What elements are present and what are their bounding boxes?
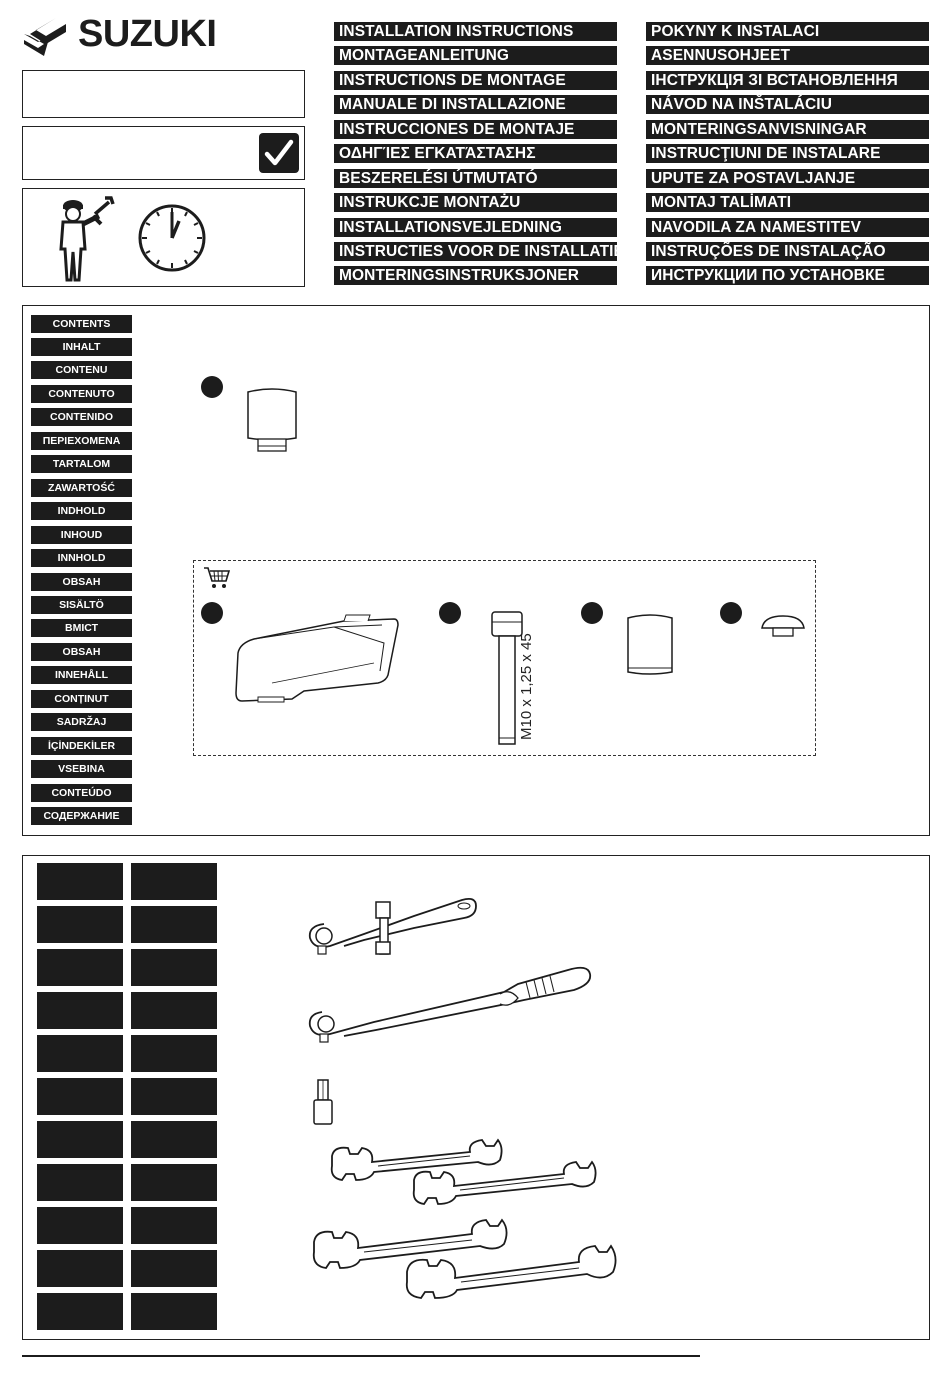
- title-bar: MONTERINGSANVISNINGAR: [646, 120, 929, 139]
- contents-label: OBSAH: [31, 643, 132, 661]
- contents-label: ZAWARTOŚĆ: [31, 479, 132, 497]
- suzuki-s-emblem-icon: [24, 10, 66, 56]
- tool-cell: [131, 1164, 217, 1201]
- tool-cell: [37, 1035, 123, 1072]
- title-bar: MONTERINGSINSTRUKSJONER: [334, 266, 617, 285]
- part-marker: [201, 602, 223, 624]
- contents-label: CONTENIDO: [31, 408, 132, 426]
- title-bar: INSTRUKCJE MONTAŻU: [334, 193, 617, 212]
- spacer-part: [247, 388, 297, 452]
- contents-label: SISÄLTÖ: [31, 596, 132, 614]
- contents-label: INHOUD: [31, 526, 132, 544]
- tool-cell: [37, 1164, 123, 1201]
- tool-cell: [131, 906, 217, 943]
- contents-label: CONTENUTO: [31, 385, 132, 403]
- ratchet-wrench-icon: [308, 897, 477, 955]
- title-bar: INSTRUCTIONS DE MONTAGE: [334, 71, 617, 90]
- title-bar: INSTALLATION INSTRUCTIONS: [334, 22, 617, 41]
- contents-panel: [22, 305, 930, 836]
- blank-field-top: [22, 70, 305, 118]
- title-bar: ASENNUSOHJEET: [646, 46, 929, 65]
- contents-label: CONTENU: [31, 361, 132, 379]
- title-bar: BESZERELÉSI ÚTMUTATÓ: [334, 169, 617, 188]
- optional-parts-box: [193, 560, 816, 756]
- tool-cell: [37, 1207, 123, 1244]
- open-end-spanner-icon: [312, 1218, 508, 1269]
- contents-label: TARTALOM: [31, 455, 132, 473]
- open-end-spanner-icon: [405, 1244, 617, 1299]
- footer-rule: [22, 1355, 700, 1357]
- contents-label: INNHOLD: [31, 549, 132, 567]
- tool-cell: [37, 992, 123, 1029]
- tool-cell: [37, 863, 123, 900]
- tool-cell: [131, 1121, 217, 1158]
- labour-time-field: [22, 188, 305, 287]
- part-marker: [201, 376, 223, 398]
- contents-label: CONȚINUT: [31, 690, 132, 708]
- title-bar: INSTALLATIONSVEJLEDNING: [334, 218, 617, 237]
- contents-label: INDHOLD: [31, 502, 132, 520]
- title-bar: UPUTE ZA POSTAVLJANJE: [646, 169, 929, 188]
- contents-label: СОДЕРЖАНИЕ: [31, 807, 132, 825]
- tool-cell: [131, 1207, 217, 1244]
- bolt-part: [491, 611, 523, 745]
- torque-wrench-icon: [308, 966, 592, 1043]
- bracket-part: [235, 614, 399, 703]
- bolt-spec-label: M10 x 1,25 x 45: [518, 633, 535, 740]
- open-end-spanner-icon: [412, 1160, 597, 1205]
- title-bar: ИНСТРУКЦИИ ПО УСТАНОВКЕ: [646, 266, 929, 285]
- clock-icon: [138, 204, 206, 272]
- title-bar: INSTRUÇÕES DE INSTALAÇÃO: [646, 242, 929, 261]
- tool-cell: [131, 1078, 217, 1115]
- title-bar: INSTRUCCIONES DE MONTAJE: [334, 120, 617, 139]
- tool-cell: [37, 1078, 123, 1115]
- tool-cell: [131, 1293, 217, 1330]
- checkmark-icon: [259, 133, 299, 173]
- contents-label: OBSAH: [31, 573, 132, 591]
- title-bar: POKYNY K INSTALACI: [646, 22, 929, 41]
- open-end-spanner-icon: [330, 1138, 503, 1181]
- contents-label: İÇİNDEKİLER: [31, 737, 132, 755]
- contents-label: CONTENTS: [31, 315, 132, 333]
- title-bar: MONTAJ TALİMATI: [646, 193, 929, 212]
- part-marker: [581, 602, 603, 624]
- checked-field: [22, 126, 305, 180]
- title-bar: ІНСТРУКЦІЯ ЗІ ВСТАНОВЛЕННЯ: [646, 71, 929, 90]
- title-bar: ΟΔΗΓΊΕΣ ΕΓΚΑΤΆΣΤΑΣΗΣ: [334, 144, 617, 163]
- hex-bit-socket-icon: [313, 1079, 333, 1125]
- contents-label: SADRŽAJ: [31, 713, 132, 731]
- contents-label: CONTEÚDO: [31, 784, 132, 802]
- tool-cell: [37, 949, 123, 986]
- contents-label: INNEHÅLL: [31, 666, 132, 684]
- shopping-cart-icon: [204, 567, 231, 588]
- tool-cell: [37, 1250, 123, 1287]
- tool-cell: [37, 1293, 123, 1330]
- logo-wordmark: SUZUKI: [78, 13, 217, 55]
- part-marker: [439, 602, 461, 624]
- tool-cell: [131, 1035, 217, 1072]
- title-bar: MONTAGEANLEITUNG: [334, 46, 617, 65]
- tool-cell: [37, 1121, 123, 1158]
- title-bar: NAVODILA ZA NAMESTITEV: [646, 218, 929, 237]
- title-bar: INSTRUCŢIUNI DE INSTALARE: [646, 144, 929, 163]
- tool-cell: [37, 906, 123, 943]
- part-marker: [720, 602, 742, 624]
- contents-label: ВМІСТ: [31, 619, 132, 637]
- title-bar: MANUALE DI INSTALLAZIONE: [334, 95, 617, 114]
- tool-cell: [131, 863, 217, 900]
- tool-cell: [131, 992, 217, 1029]
- title-bar: NÁVOD NA INŠTALÁCIU: [646, 95, 929, 114]
- contents-label: INHALT: [31, 338, 132, 356]
- tool-cell: [131, 1250, 217, 1287]
- cap-part: [761, 615, 805, 637]
- contents-label: VSEBINA: [31, 760, 132, 778]
- mechanic-icon: [59, 196, 115, 282]
- tool-cell: [131, 949, 217, 986]
- title-bar: INSTRUCTIES VOOR DE INSTALLATIE: [334, 242, 617, 261]
- contents-label: ΠΕΡΙΕΧΟΜΕΝΑ: [31, 432, 132, 450]
- spacer-part: [627, 614, 673, 675]
